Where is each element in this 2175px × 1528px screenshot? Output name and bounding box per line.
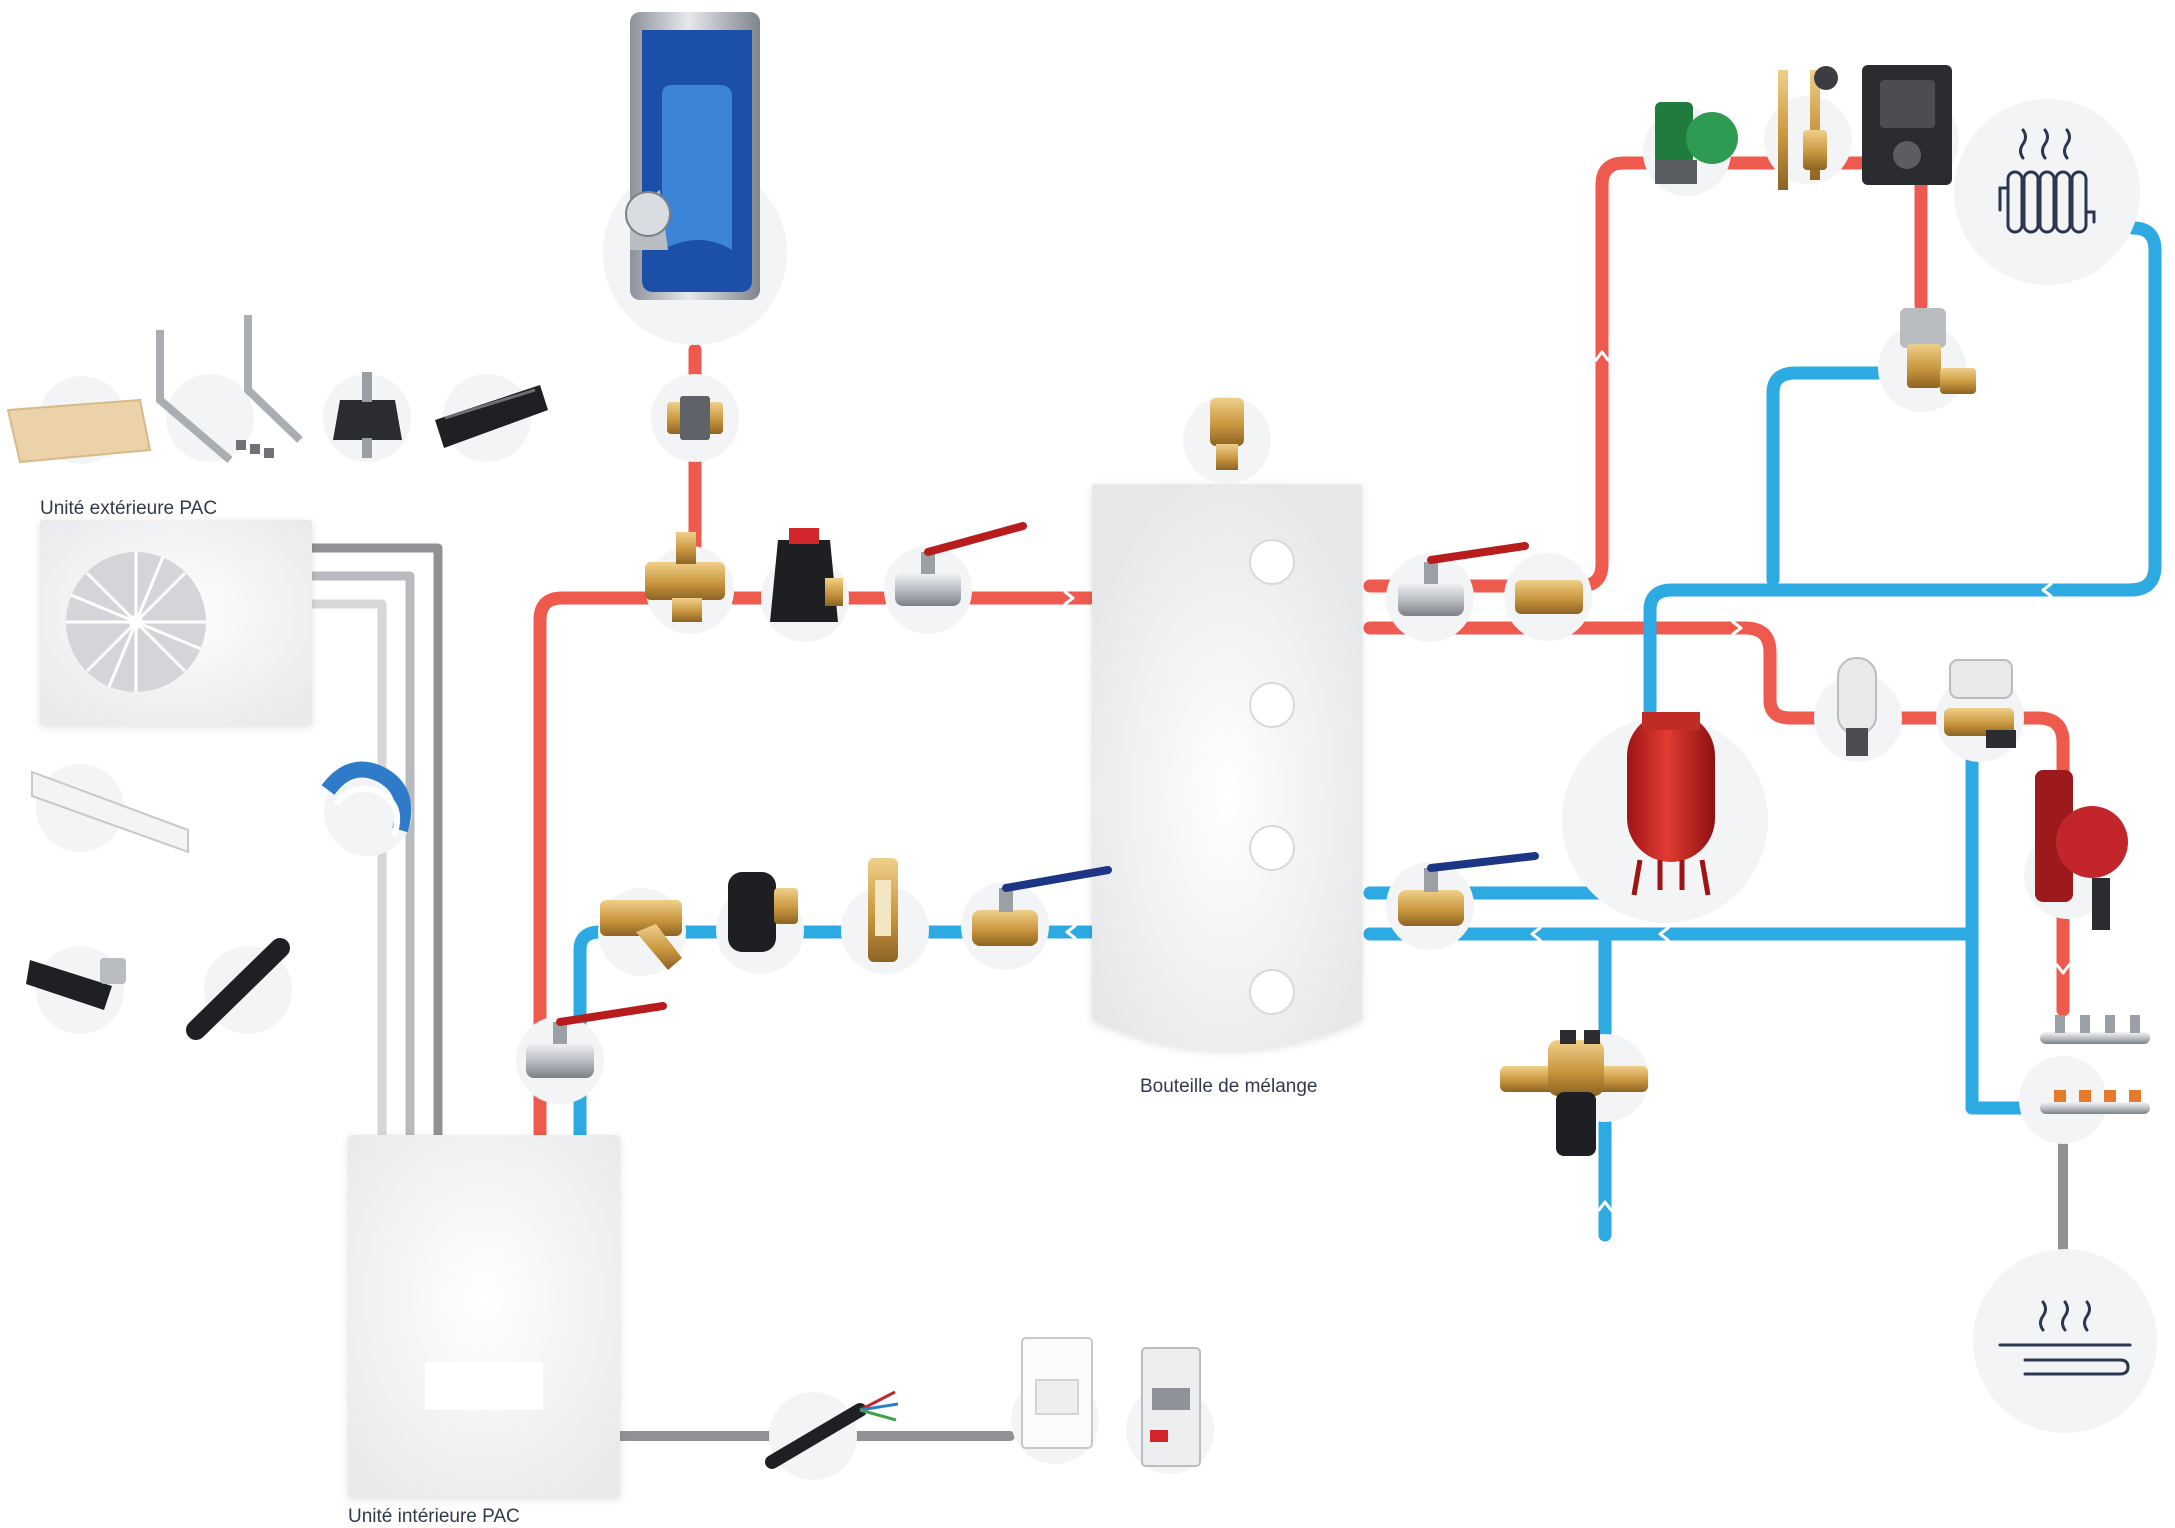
- mixing-bottle-label: Bouteille de mélange: [1140, 1076, 1317, 1097]
- indoor-unit[interactable]: [348, 1135, 620, 1497]
- backflow-disconnector[interactable]: [1500, 1030, 1649, 1156]
- outdoor-unit-label: Unité extérieure PAC: [40, 498, 217, 519]
- radiator-icon: [1998, 128, 2096, 234]
- radiator-disc[interactable]: [1954, 99, 2140, 285]
- hot-water-tank[interactable]: [603, 12, 787, 345]
- condensate-pump[interactable]: [26, 946, 126, 1034]
- circulator-pump-right[interactable]: [2024, 770, 2128, 930]
- thermostat-sensor[interactable]: [1814, 657, 1902, 762]
- cable-duct[interactable]: [31, 764, 189, 854]
- ball-valve-cold-2[interactable]: [961, 866, 1112, 970]
- ball-valve-cold-1[interactable]: [1386, 852, 1539, 950]
- three-way-valve[interactable]: [645, 532, 734, 634]
- insulated-copper-pipe[interactable]: [321, 761, 412, 856]
- condensate-tray[interactable]: [6, 376, 152, 464]
- thermostatic-kit[interactable]: [1764, 66, 1852, 190]
- ball-valve-return[interactable]: [516, 1002, 667, 1104]
- circuit-breaker[interactable]: [1126, 1347, 1214, 1474]
- circulator-pump-top[interactable]: [1643, 102, 1738, 196]
- underfloor-heating-disc[interactable]: [1973, 1249, 2157, 1433]
- thermostatic-mixing-valve[interactable]: [1878, 308, 1976, 412]
- underfloor-heating-icon: [1998, 1300, 2132, 1376]
- expansion-vessel[interactable]: [1562, 712, 1768, 923]
- rubber-support-block[interactable]: [435, 374, 548, 462]
- flow-arrows: [1063, 350, 2071, 1212]
- indoor-unit-display: [425, 1362, 543, 1410]
- wall-brackets[interactable]: [156, 315, 303, 464]
- tank-union-fitting[interactable]: [651, 374, 739, 462]
- air-vent[interactable]: [1183, 396, 1271, 484]
- ball-valve-hot-2[interactable]: [1386, 542, 1529, 642]
- indoor-unit-label: Unité intérieure PAC: [348, 1506, 520, 1527]
- outdoor-unit[interactable]: [40, 520, 312, 725]
- ball-valve-hot-1[interactable]: [884, 522, 1027, 634]
- fan-icon: [66, 552, 206, 692]
- check-valve[interactable]: [1504, 553, 1592, 641]
- floor-manifold[interactable]: [2019, 1015, 2150, 1144]
- flow-meter[interactable]: [841, 858, 929, 974]
- y-strainer[interactable]: [598, 888, 686, 976]
- electric-cable-component[interactable]: [765, 1390, 899, 1480]
- sludge-separator[interactable]: [761, 528, 849, 642]
- anti-vibration-mount[interactable]: [323, 372, 411, 462]
- pipe-insulation[interactable]: [186, 938, 292, 1040]
- mixing-bottle[interactable]: [1092, 484, 1362, 1050]
- bottle-ports: [1249, 539, 1295, 1015]
- magnetic-filter[interactable]: [716, 872, 804, 974]
- hydraulic-module[interactable]: [1862, 65, 1959, 185]
- refrigerant-lines: [307, 543, 443, 1145]
- zone-valve[interactable]: [1936, 659, 2024, 762]
- electrical-panel[interactable]: [1011, 1337, 1099, 1464]
